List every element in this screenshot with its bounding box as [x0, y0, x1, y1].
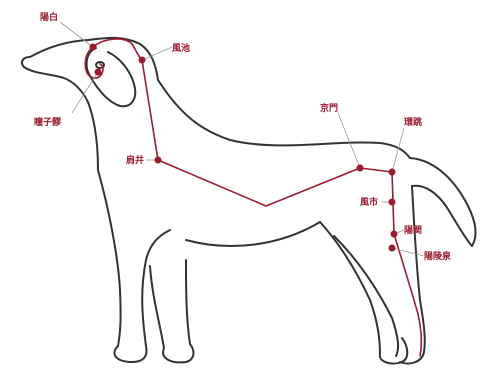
acupoint-label-p4: 肩井	[125, 154, 144, 166]
acupoint-marker	[391, 231, 398, 238]
acupoint-label-p1: 陽白	[40, 11, 58, 23]
acupoint-marker	[389, 245, 396, 252]
acupoint-label-p2: 瞳子髎	[34, 116, 62, 128]
acupoint-marker	[389, 199, 396, 206]
acupoint-label-p9: 陽陵泉	[424, 250, 452, 262]
dog-outline	[22, 38, 475, 364]
acupoint-label-p6: 環跳	[404, 116, 422, 128]
acupoint-marker	[95, 69, 102, 76]
acupoint-marker	[155, 157, 162, 164]
acupoint-label-p8: 陽関	[404, 225, 422, 236]
acupoint-marker	[90, 44, 97, 51]
acupoint-label-p5: 京門	[320, 102, 338, 114]
acupoint-marker	[357, 165, 364, 172]
acupoint-marker	[389, 169, 396, 176]
acupoint-label-p7: 風市	[360, 196, 378, 208]
acupoint-label-p3: 風池	[172, 42, 190, 54]
acupoint-marker	[139, 57, 146, 64]
